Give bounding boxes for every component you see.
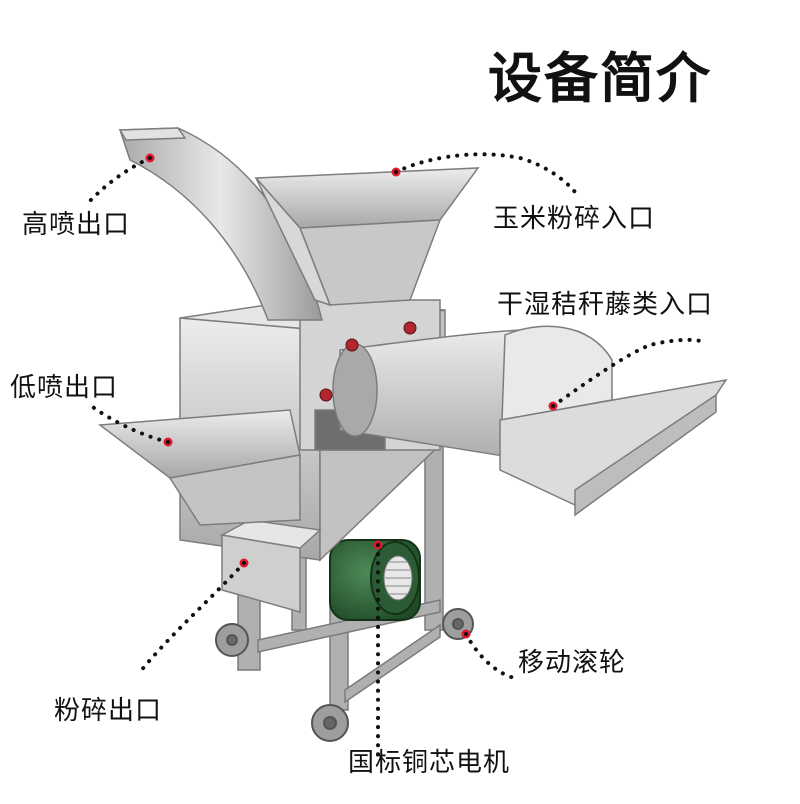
label-motor: 国标铜芯电机 — [348, 748, 511, 778]
corn-hopper — [254, 167, 480, 307]
label-wheels: 移动滚轮 — [518, 648, 627, 678]
page-title: 设备简介 — [488, 47, 712, 110]
low-outlet-tray — [97, 409, 301, 526]
pointer-high-outlet — [86, 156, 152, 205]
high-outlet-spout — [118, 127, 323, 321]
crush-outlet-chute — [219, 519, 322, 613]
red-knobs — [319, 321, 417, 402]
pointer-corn-inlet — [394, 152, 577, 194]
label-low-outlet: 低喷出口 — [10, 373, 119, 403]
pointer-lines — [86, 152, 707, 760]
label-corn-inlet: 玉米粉碎入口 — [493, 204, 656, 234]
pointer-low-outlet — [88, 403, 170, 444]
label-high-outlet: 高喷出口 — [22, 210, 131, 240]
motor — [329, 539, 421, 621]
pointer-wheels — [464, 632, 517, 680]
pointer-straw-inlet — [551, 337, 707, 408]
label-straw-inlet: 干湿秸秆藤类入口 — [497, 290, 714, 320]
pointer-crush-outlet — [138, 561, 246, 674]
straw-inlet-tube — [332, 325, 728, 517]
label-crush-outlet: 粉碎出口 — [54, 696, 163, 726]
